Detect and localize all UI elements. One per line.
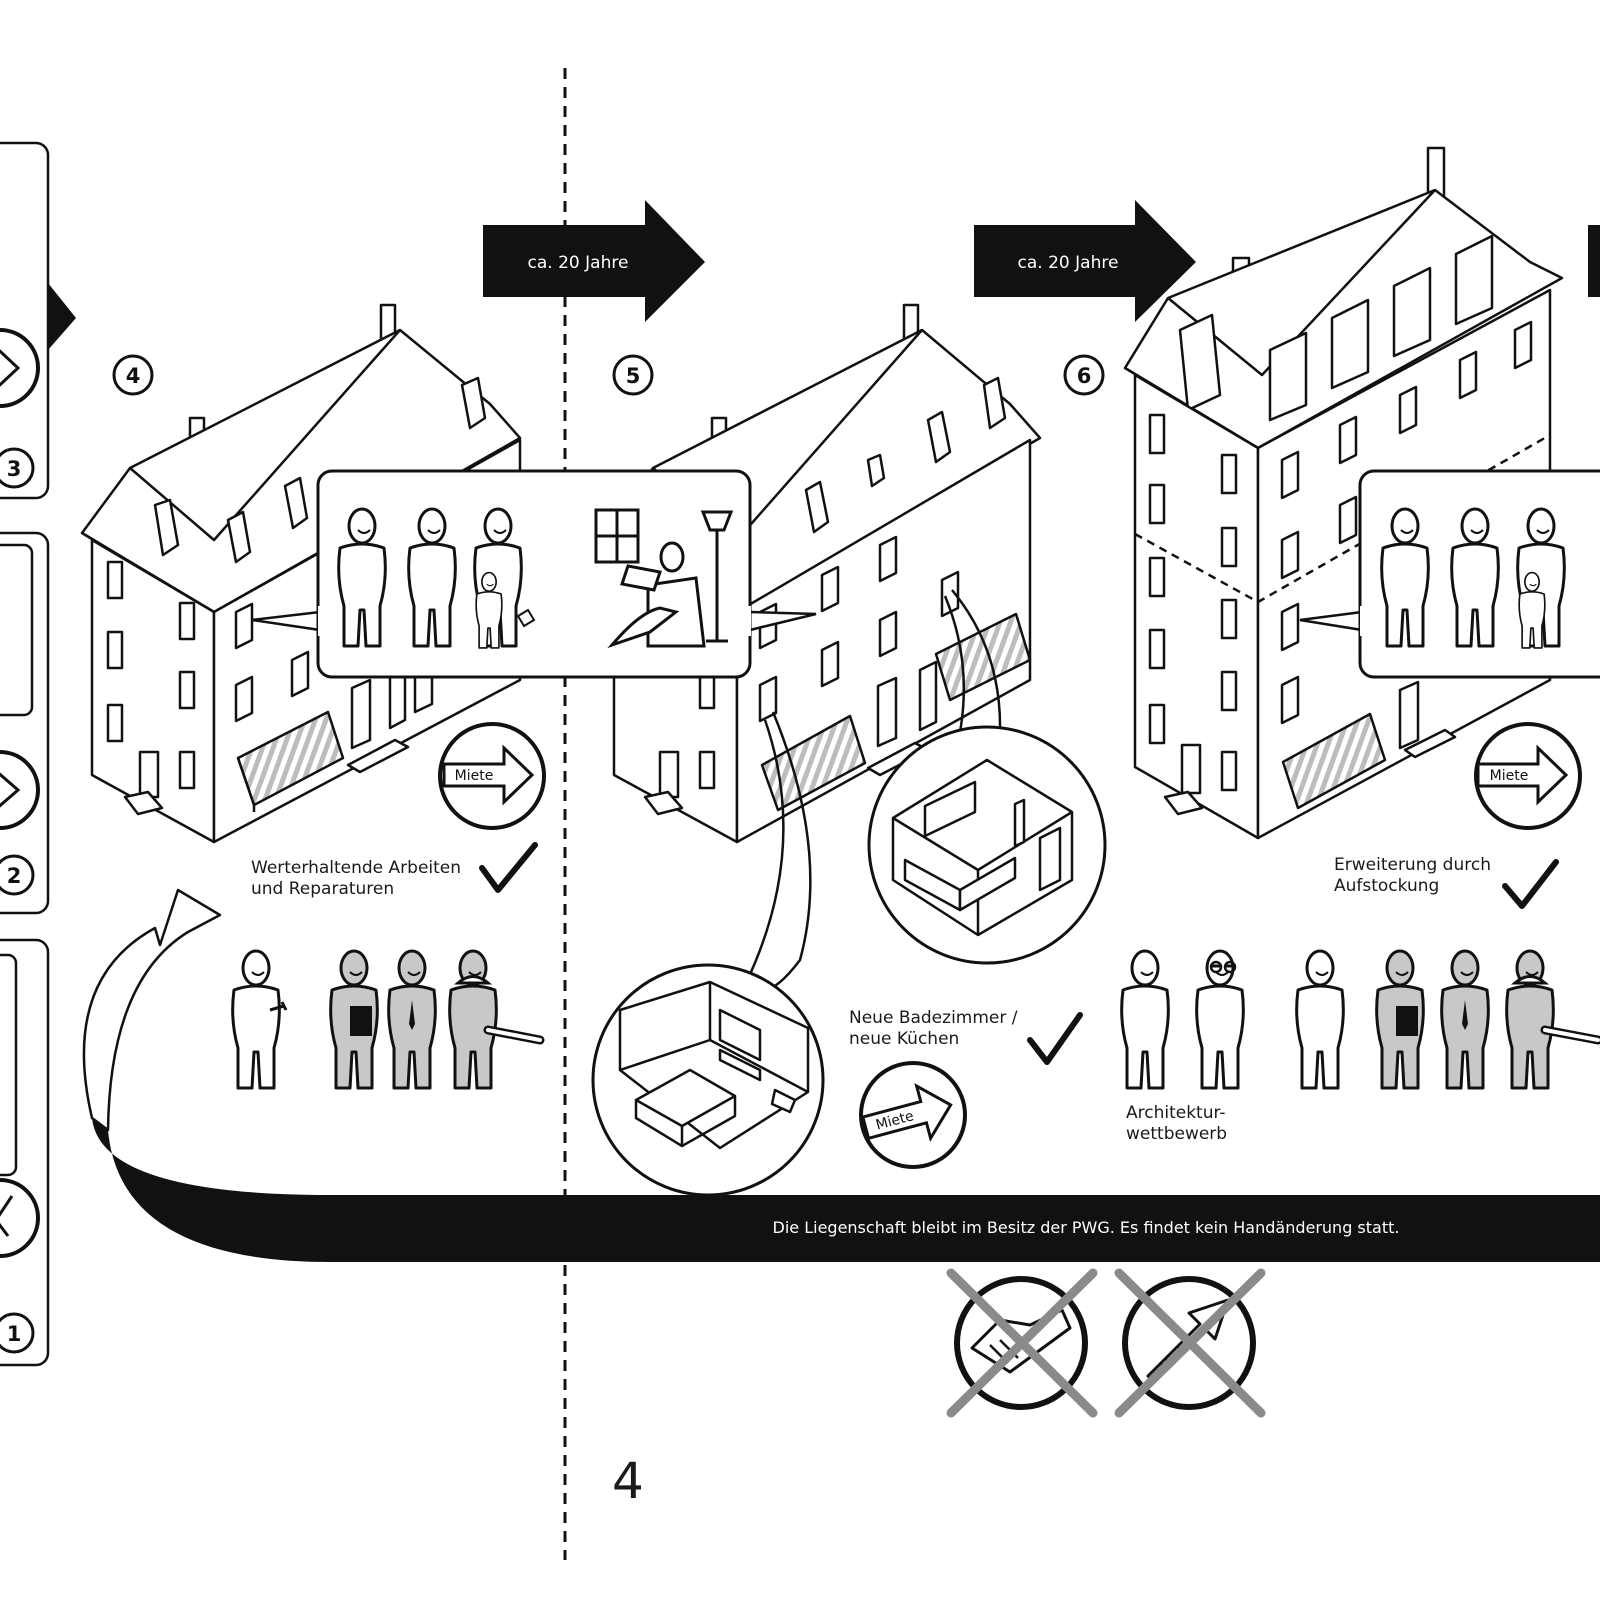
time-arrow-1: ca. 20 Jahre (483, 200, 705, 322)
family-figures (337, 507, 536, 649)
bathroom-room-circle (591, 963, 825, 1197)
side-step-1-number: 1 (7, 1322, 22, 1346)
previous-page-panels (0, 141, 50, 1367)
time-arrow-2-label: ca. 20 Jahre (1018, 253, 1119, 273)
rent-badge-4-label: Miete (455, 768, 494, 784)
step-6-number: 6 (1077, 364, 1092, 388)
residents-bubble-right (1299, 469, 1600, 679)
page-number: 4 (612, 1452, 644, 1510)
time-arrow-1-label: ca. 20 Jahre (528, 253, 629, 273)
callout-line-bath-2 (743, 719, 785, 986)
rent-badge-4: Miete (438, 722, 546, 830)
cycle-return-arrow (92, 1118, 1600, 1262)
family-figures-right (1380, 507, 1566, 649)
rent-badge-5: Miete (859, 1061, 967, 1169)
step-4-marker: 4 (112, 354, 154, 396)
side-step-1-marker: 1 (0, 1312, 35, 1354)
check-icon-5 (1027, 1012, 1083, 1065)
step-5-number: 5 (626, 364, 641, 388)
no-rent-increase-icon: Miete (1114, 1268, 1266, 1418)
time-arrow-2: ca. 20 Jahre (974, 200, 1196, 322)
side-step-3-marker: 3 (0, 447, 35, 489)
workers-group-4 (231, 949, 545, 1090)
reading-resident-figure (594, 508, 734, 649)
architects-group-6 (1120, 949, 1245, 1090)
side-step-3-number: 3 (7, 457, 22, 481)
residents-bubble-left (251, 469, 817, 679)
workers-group-6 (1295, 949, 1600, 1090)
check-icon-6 (1502, 859, 1559, 909)
rent-badge-6-label: Miete (1490, 768, 1529, 784)
step-5-marker: 5 (612, 354, 654, 396)
previous-time-arrow (48, 283, 76, 350)
kitchen-room-circle (867, 725, 1107, 965)
no-sale-icon (946, 1268, 1098, 1418)
caption-maintenance: Werterhaltende Arbeiten und Reparaturen (251, 858, 462, 899)
rent-badge-6: Miete (1474, 722, 1582, 830)
next-time-arrow (1588, 225, 1600, 297)
caption-bath-kitchen: Neue Badezimmer / neue Küchen (849, 1008, 1018, 1049)
step-4-number: 4 (126, 364, 141, 388)
ownership-banner-text: Die Liegenschaft bleibt im Besitz der PW… (773, 1218, 1400, 1237)
check-icon-4 (479, 842, 538, 893)
cycle-return-arrow-tail (82, 888, 222, 1132)
caption-architecture-competition: Architektur- wettbewerb (1126, 1103, 1228, 1144)
building-5 (603, 303, 1042, 844)
step-6-marker: 6 (1063, 354, 1105, 396)
caption-extension: Erweiterung durch Aufstockung (1334, 855, 1491, 896)
side-step-2-marker: 2 (0, 854, 35, 896)
side-step-2-number: 2 (7, 864, 22, 888)
